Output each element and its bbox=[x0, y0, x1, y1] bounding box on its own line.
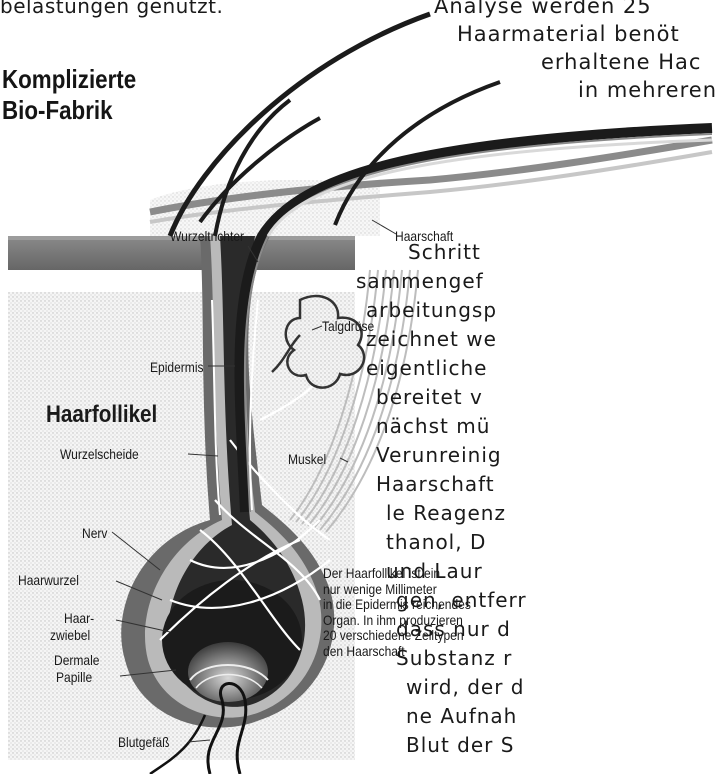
article-line: thanol, D bbox=[356, 528, 527, 557]
article-line: Blut der S bbox=[356, 731, 527, 760]
label-haarzwiebel-2: zwiebel bbox=[50, 627, 90, 643]
label-nerv: Nerv bbox=[82, 525, 107, 541]
article-line: wird, der d bbox=[356, 673, 527, 702]
label-epidermis: Epidermis bbox=[150, 359, 204, 375]
article-line: zeichnet we bbox=[356, 325, 527, 354]
label-wurzeltrichter: Wurzeltrichter bbox=[170, 228, 244, 244]
article-line: sammengef bbox=[356, 267, 527, 296]
label-dermale-papille-1: Dermale bbox=[54, 652, 99, 668]
article-right-column: Schritt sammengef arbeitungsp zeichnet w… bbox=[356, 238, 527, 760]
label-haarzwiebel-1: Haar- bbox=[64, 610, 94, 626]
article-line: dass nur d bbox=[356, 615, 527, 644]
label-dermale-papille-2: Papille bbox=[56, 669, 92, 685]
article-line: Haarschaft bbox=[356, 470, 527, 499]
article-line: nächst mü bbox=[356, 412, 527, 441]
section-title-haarfollikel: Haarfollikel bbox=[46, 401, 157, 429]
label-wurzelscheide: Wurzelscheide bbox=[60, 446, 139, 462]
label-blutgefaess: Blutgefäß bbox=[118, 734, 170, 750]
article-line: eigentliche bbox=[356, 354, 527, 383]
article-line: Schritt bbox=[356, 238, 527, 267]
article-line: Verunreinig bbox=[356, 441, 527, 470]
article-line: bereitet v bbox=[356, 383, 527, 412]
article-line: ne Aufnah bbox=[356, 702, 527, 731]
article-line: und Laur bbox=[356, 557, 527, 586]
article-line: arbeitungsp bbox=[356, 296, 527, 325]
label-muskel: Muskel bbox=[288, 451, 326, 467]
article-line: gen, entferr bbox=[356, 586, 527, 615]
article-line: Substanz r bbox=[356, 644, 527, 673]
label-haarwurzel: Haarwurzel bbox=[18, 572, 79, 588]
article-line: le Reagenz bbox=[356, 499, 527, 528]
